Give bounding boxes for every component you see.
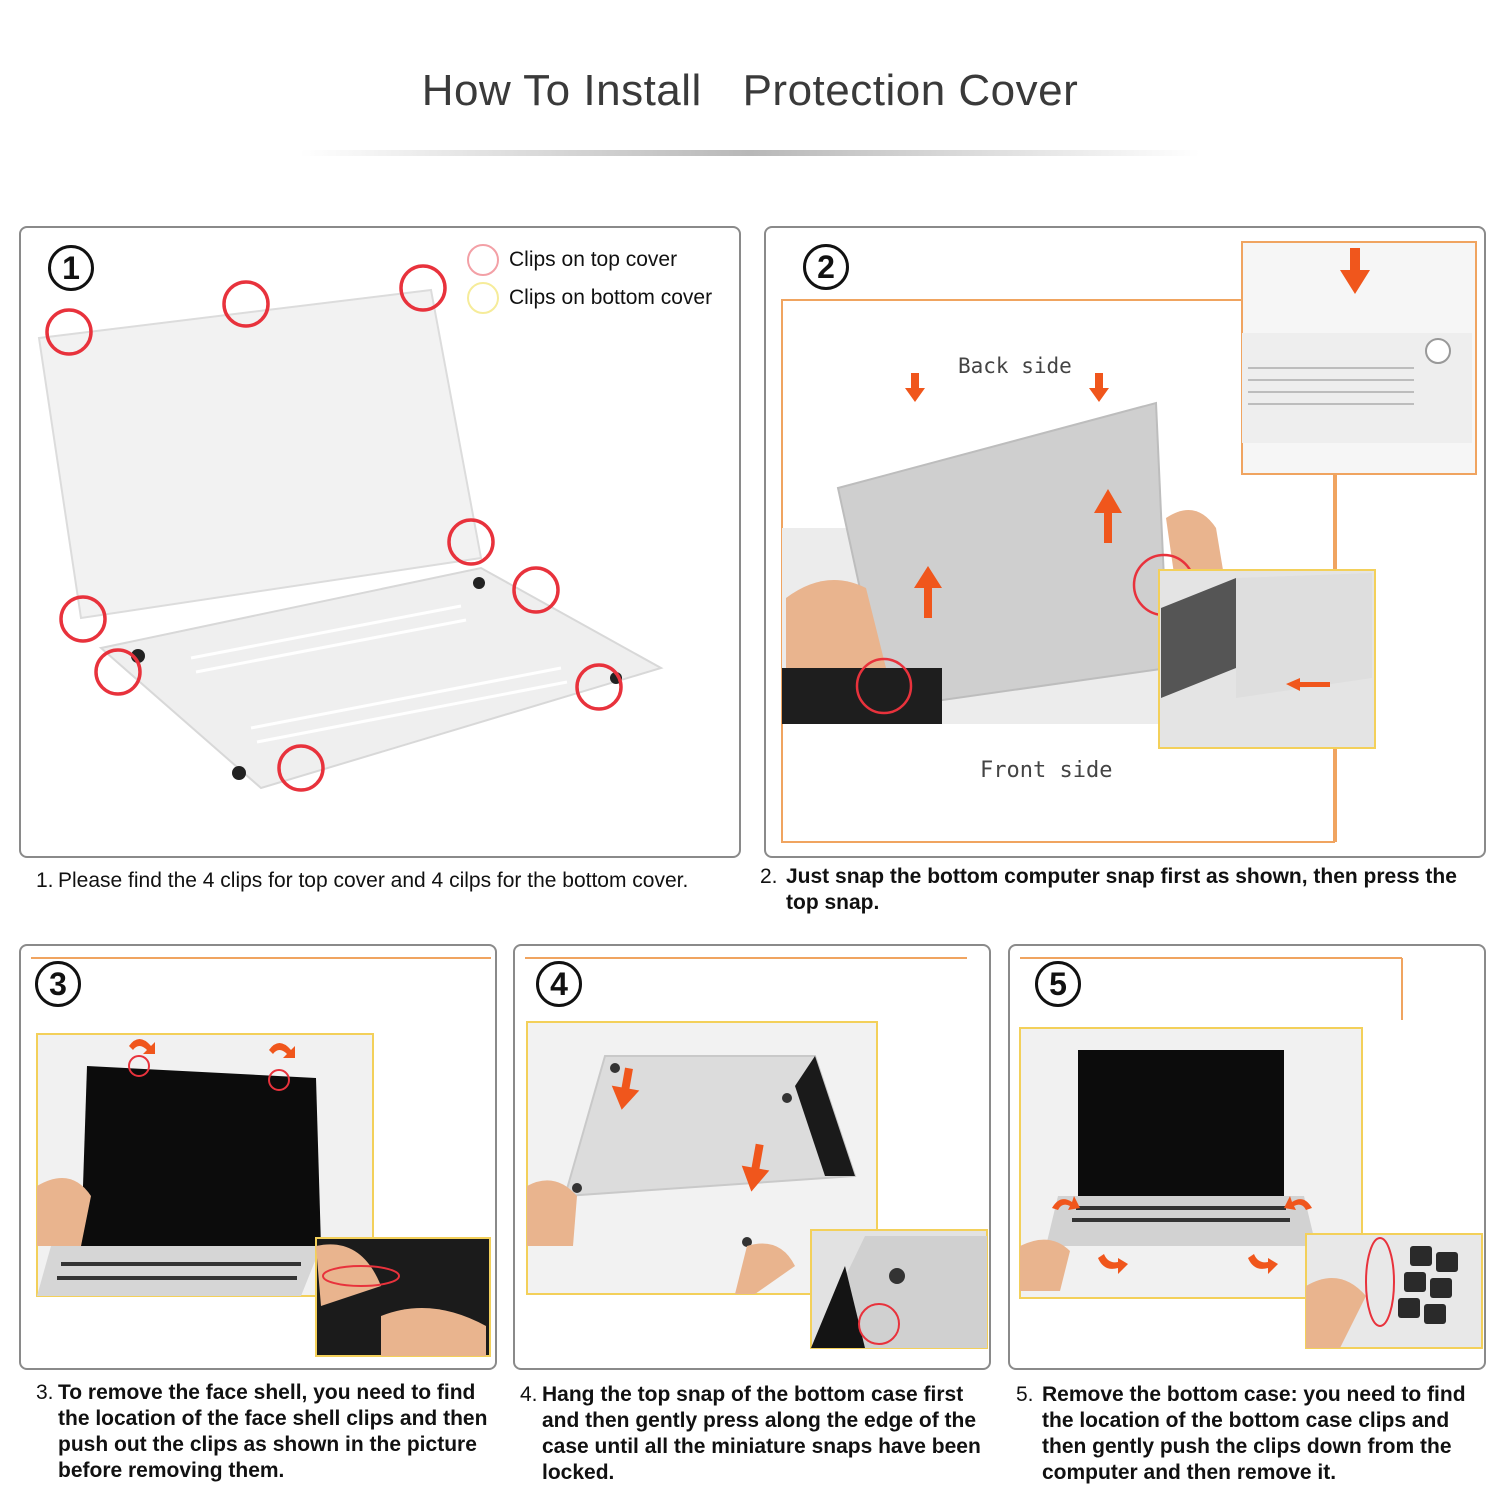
title-divider	[300, 150, 1200, 156]
open-case-illustration	[37, 264, 664, 792]
step-3-caption: 3. To remove the face shell, you need to…	[36, 1381, 488, 1482]
step-3-panel: 3	[19, 944, 497, 1370]
legend-bottom-clips: Clips on bottom cover	[467, 282, 712, 314]
legend-bottom-label: Clips on bottom cover	[509, 286, 713, 309]
step-2-panel: 2 Back si	[764, 226, 1486, 858]
yellow-ring-icon	[467, 282, 499, 314]
step-4-caption: 4. Hang the top snap of the bottom case …	[520, 1383, 981, 1484]
step-2-caption: 2. Just snap the bottom computer snap fi…	[760, 865, 1457, 914]
step-5-panel: 5	[1008, 944, 1486, 1370]
step-5-caption: 5. Remove the bottom case: you need to f…	[1016, 1383, 1466, 1484]
step-1-number: 1	[48, 245, 94, 291]
step-4-panel: 4	[513, 944, 991, 1370]
red-ring-icon	[467, 244, 499, 276]
front-side-label: Front side	[980, 758, 1113, 783]
legend-top-label: Clips on top cover	[509, 248, 678, 271]
hang-top-snap-illustration	[525, 957, 988, 1349]
step-2-number: 2	[803, 244, 849, 290]
page-title: How To Install Protection Cover	[0, 66, 1500, 116]
step-4-number: 4	[536, 961, 582, 1007]
snap-bottom-illustration	[781, 241, 1477, 843]
remove-face-shell-illustration	[31, 957, 491, 1357]
title-part-2: Protection Cover	[742, 66, 1079, 115]
back-side-label: Back side	[958, 354, 1072, 378]
step-5-number: 5	[1035, 961, 1081, 1007]
step-3-number: 3	[35, 961, 81, 1007]
step-1-panel: 1 Clips on top cover Clips on bottom cov…	[19, 226, 741, 858]
legend-top-clips: Clips on top cover	[467, 244, 677, 276]
title-part-1: How To Install	[421, 66, 702, 115]
remove-bottom-case-illustration	[1019, 957, 1483, 1349]
step-1-caption: 1. Please find the 4 clips for top cover…	[36, 869, 689, 892]
